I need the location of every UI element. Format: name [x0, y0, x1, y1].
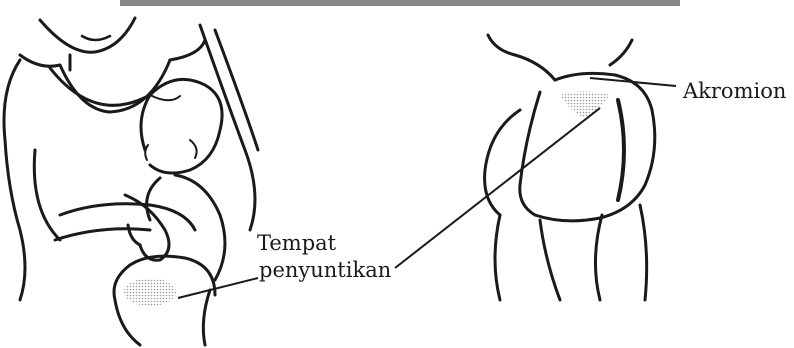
injection-site-label-line2: penyuntikan — [259, 257, 391, 283]
akromion-label: Akromion — [683, 78, 786, 104]
injection-site-label-line1: Tempat — [257, 230, 336, 256]
leader-line-akromion — [590, 78, 676, 86]
shoulder-arm-drawing — [485, 35, 655, 300]
injection-site-shading-thigh — [124, 278, 176, 306]
top-edge-band — [120, 0, 680, 6]
injection-site-shading-deltoid — [560, 92, 610, 119]
leader-line-injection-site — [178, 278, 258, 298]
